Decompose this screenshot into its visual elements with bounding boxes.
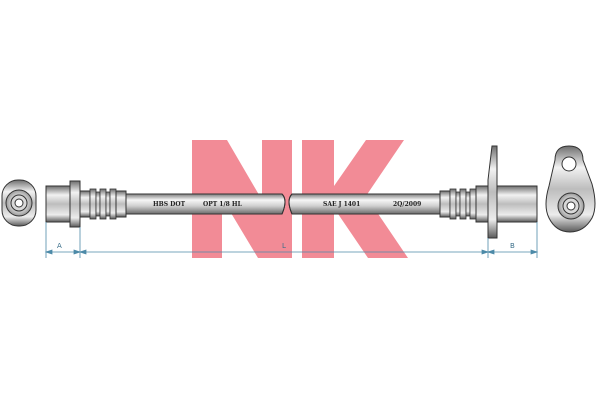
hose-marking-1: HBS DOT xyxy=(153,201,186,208)
right-fitting xyxy=(439,145,538,239)
hose-marking-3: SAE J 1401 xyxy=(323,201,360,208)
dimension-label-b: B xyxy=(510,242,515,250)
hose-marking-4: 2Q/2009 xyxy=(393,201,421,208)
left-fitting xyxy=(45,180,127,228)
hose-markings: HBS DOT OPT 1/8 HL SAE J 1401 2Q/2009 xyxy=(153,201,421,208)
left-end-view xyxy=(1,179,37,227)
mounting-bracket xyxy=(487,145,498,239)
dimension-label-l: L xyxy=(282,242,286,250)
hose-body xyxy=(125,193,441,215)
hose-marking-2: OPT 1/8 HL xyxy=(203,201,243,208)
dimension-lines xyxy=(44,222,539,258)
right-end-view xyxy=(545,145,596,233)
dimension-label-a: A xyxy=(57,242,62,250)
